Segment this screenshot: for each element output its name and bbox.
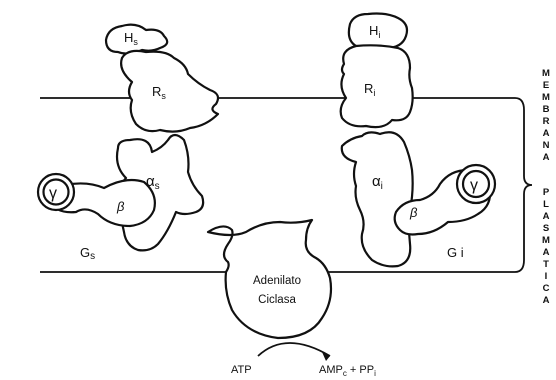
membrane-label-letter: P — [543, 187, 550, 198]
membrane-label-letter: A — [543, 247, 550, 258]
membrane-label-letter: M — [542, 92, 550, 103]
g-s-label: Gs — [80, 245, 95, 262]
product-label: AMPc + PPi — [319, 364, 376, 378]
receptor-i-shape — [341, 45, 413, 127]
membrane-label-letter: A — [543, 295, 550, 306]
membrane-label-letter: E — [543, 80, 549, 91]
membrane-label-letter: A — [543, 128, 550, 139]
reaction-arc — [258, 343, 330, 356]
membrane-label-letter: A — [543, 152, 550, 163]
membrane-label-letter: A — [543, 211, 550, 222]
substrate-label: ATP — [231, 364, 252, 376]
membrane-label-letter: T — [543, 259, 549, 270]
membrane-label-letter: R — [543, 116, 550, 127]
membrane-label-letter: L — [543, 199, 549, 210]
beta-left-label: β — [116, 199, 125, 214]
receptor-s-shape — [121, 51, 218, 132]
alpha-i-shape — [342, 132, 413, 266]
gamma-left-label: γ — [49, 185, 57, 202]
membrane-label-letter: M — [542, 68, 550, 79]
gamma-right-label: γ — [470, 177, 478, 194]
membrane-label-letter: N — [543, 140, 550, 151]
membrane-label-letter: S — [543, 223, 549, 234]
membrane-label-letter: M — [542, 235, 550, 246]
membrane-bracket — [515, 98, 532, 272]
membrane-label-letter: C — [543, 283, 550, 294]
beta-right-label: β — [409, 205, 418, 220]
membrane-label-letter: B — [543, 104, 550, 115]
g-i-label: G i — [447, 245, 464, 260]
enzyme-label-line2: Ciclasa — [258, 294, 296, 306]
membrane-label-letter: I — [545, 271, 548, 282]
enzyme-label-line1: Adenilato — [253, 275, 301, 287]
